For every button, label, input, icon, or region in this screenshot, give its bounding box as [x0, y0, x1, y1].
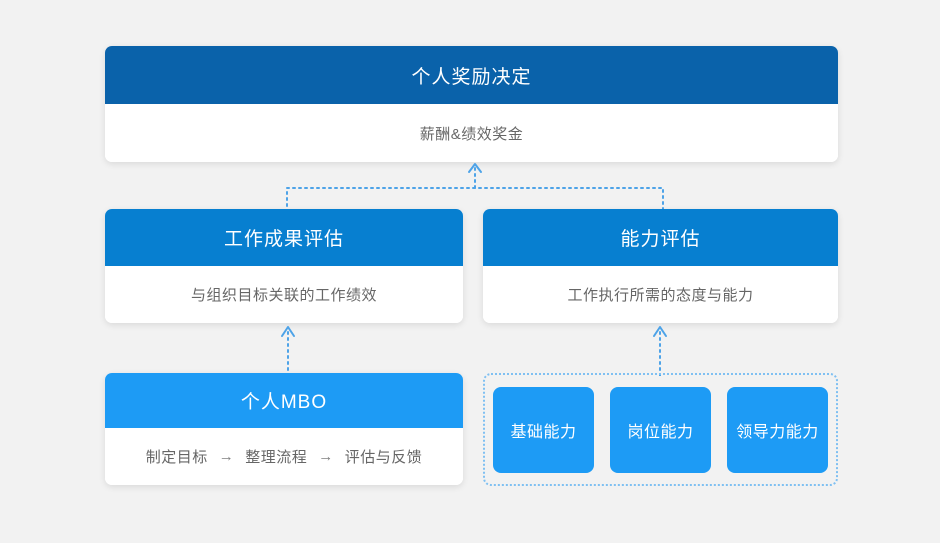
card-reward-title: 个人奖励决定 — [105, 46, 838, 104]
connector-capability-to-competency-icon — [653, 326, 667, 376]
card-work-results-evaluation[interactable]: 工作成果评估 与组织目标关联的工作绩效 — [105, 209, 463, 323]
capability-chip-leadership[interactable]: 领导力能力 — [727, 386, 828, 473]
card-mbo-body: 制定目标 → 整理流程 → 评估与反馈 — [105, 428, 463, 485]
mbo-step-1: 制定目标 — [145, 449, 208, 466]
card-individual-mbo[interactable]: 个人MBO 制定目标 → 整理流程 → 评估与反馈 — [105, 373, 463, 485]
card-reward-subtitle: 薪酬&绩效奖金 — [105, 104, 838, 162]
connector-middle-to-reward-icon — [286, 163, 664, 212]
card-individual-reward-decision[interactable]: 个人奖励决定 薪酬&绩效奖金 — [105, 46, 838, 162]
capability-chip-job[interactable]: 岗位能力 — [610, 386, 711, 473]
capability-group: 基础能力 岗位能力 领导力能力 — [483, 373, 838, 486]
capability-chip-foundational[interactable]: 基础能力 — [493, 386, 594, 473]
mbo-step-list: 制定目标 → 整理流程 → 评估与反馈 — [146, 446, 423, 467]
arrow-right-icon: → — [218, 448, 235, 465]
card-competency-title: 能力评估 — [483, 209, 838, 266]
card-results-subtitle: 与组织目标关联的工作绩效 — [105, 266, 463, 323]
arrow-right-icon: → — [318, 448, 334, 465]
mbo-step-3: 评估与反馈 — [344, 449, 423, 466]
mbo-step-2: 整理流程 — [245, 449, 308, 466]
card-competency-subtitle: 工作执行所需的态度与能力 — [483, 266, 838, 323]
card-competency-evaluation[interactable]: 能力评估 工作执行所需的态度与能力 — [483, 209, 838, 323]
card-mbo-title: 个人MBO — [105, 373, 463, 428]
card-results-title: 工作成果评估 — [105, 209, 463, 266]
connector-mbo-to-results-icon — [281, 326, 295, 376]
